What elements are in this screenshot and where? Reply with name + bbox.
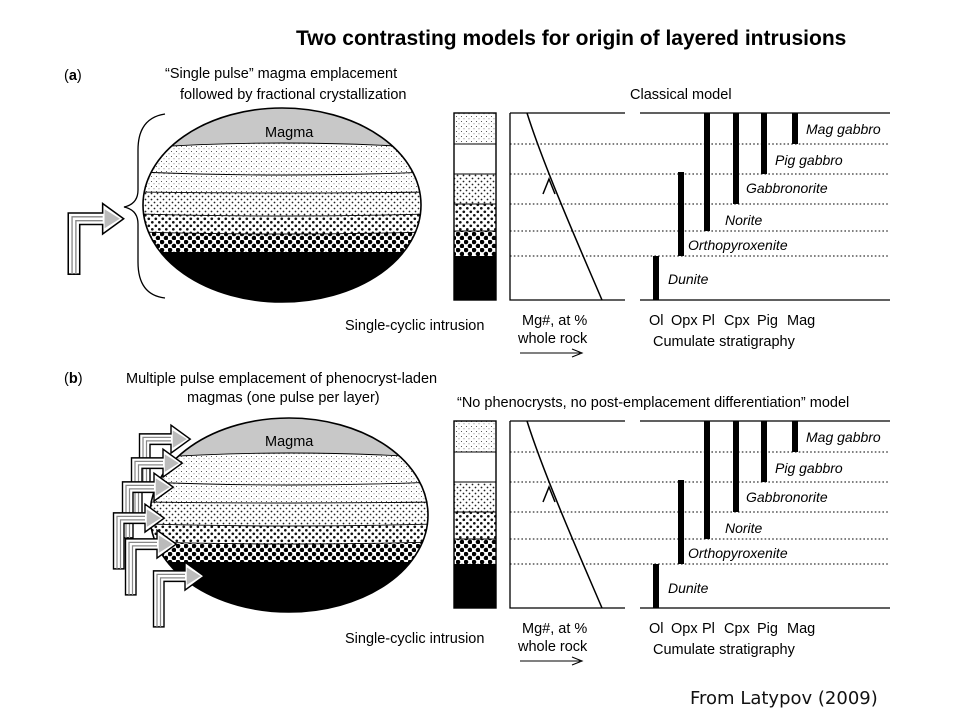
panel-id: (b) <box>64 371 83 387</box>
pulse-arrow <box>152 561 206 628</box>
rock-label: Orthopyroxenite <box>688 545 788 561</box>
stratigraphic-column <box>453 112 497 301</box>
rock-label: Mag gabbro <box>806 121 881 137</box>
model-title: “No phenocrysts, no post-emplacement dif… <box>457 395 849 411</box>
mineral-label: Ol <box>649 621 664 637</box>
mineral-label: Pig <box>757 621 778 637</box>
magma-label: Magma <box>265 434 314 450</box>
rock-label: Pig gabbro <box>775 152 843 168</box>
panel-caption-line-2: magmas (one pulse per layer) <box>187 390 380 406</box>
panel-caption-line-1: “Single pulse” magma emplacement <box>165 66 397 82</box>
rock-label: Dunite <box>668 580 709 596</box>
mineral-label: Cpx <box>724 621 751 637</box>
mineral-label: Cpx <box>724 313 751 329</box>
cumulate-stratigraphy <box>640 112 890 301</box>
rock-label: Dunite <box>668 271 709 287</box>
strat-label: Cumulate stratigraphy <box>653 642 796 658</box>
rock-label: Mag gabbro <box>806 429 881 445</box>
panel-a: (a) “Single pulse” magma emplacement fol… <box>64 66 890 358</box>
mineral-label: Pl <box>702 621 715 637</box>
mineral-label: Pl <box>702 313 715 329</box>
cumulate-stratigraphy <box>640 420 890 609</box>
rock-label: Pig gabbro <box>775 460 843 476</box>
mineral-label: Pig <box>757 313 778 329</box>
mg-axis-label: Mg#, at %whole rock <box>517 621 588 655</box>
mg-number-plot <box>509 420 890 609</box>
mg-axis-arrow <box>520 656 584 666</box>
mineral-label: Opx <box>671 313 698 329</box>
strat-label: Cumulate stratigraphy <box>653 334 796 350</box>
panel-caption-line-2: followed by fractional crystallization <box>180 87 406 103</box>
model-title: Classical model <box>630 87 732 103</box>
rock-label: Gabbronorite <box>746 180 828 196</box>
curly-brace <box>123 113 166 299</box>
column-label: Single-cyclic intrusion <box>345 318 484 334</box>
emplacement-arrow <box>67 202 125 275</box>
rock-label: Gabbronorite <box>746 489 828 505</box>
mineral-label: Mag <box>787 313 815 329</box>
panel-id: (a) <box>64 68 82 84</box>
mineral-label: Mag <box>787 621 815 637</box>
panel-b: (b) Multiple pulse emplacement of phenoc… <box>64 371 890 666</box>
stratigraphic-column <box>453 420 497 609</box>
mineral-label: Opx <box>671 621 698 637</box>
rock-label: Norite <box>725 520 763 536</box>
figure-title: Two contrasting models for origin of lay… <box>296 27 846 50</box>
mg-axis-arrow <box>520 348 584 358</box>
rock-label: Orthopyroxenite <box>688 237 788 253</box>
panel-caption-line-1: Multiple pulse emplacement of phenocryst… <box>126 371 437 387</box>
mg-axis-label: Mg#, at %whole rock <box>517 313 588 347</box>
magma-label: Magma <box>265 125 314 141</box>
source-credit: From Latypov (2009) <box>690 688 878 709</box>
mg-number-plot <box>509 112 890 301</box>
intrusion-ellipse <box>142 107 422 303</box>
rock-label: Norite <box>725 212 763 228</box>
mineral-label: Ol <box>649 313 664 329</box>
column-label: Single-cyclic intrusion <box>345 631 484 647</box>
